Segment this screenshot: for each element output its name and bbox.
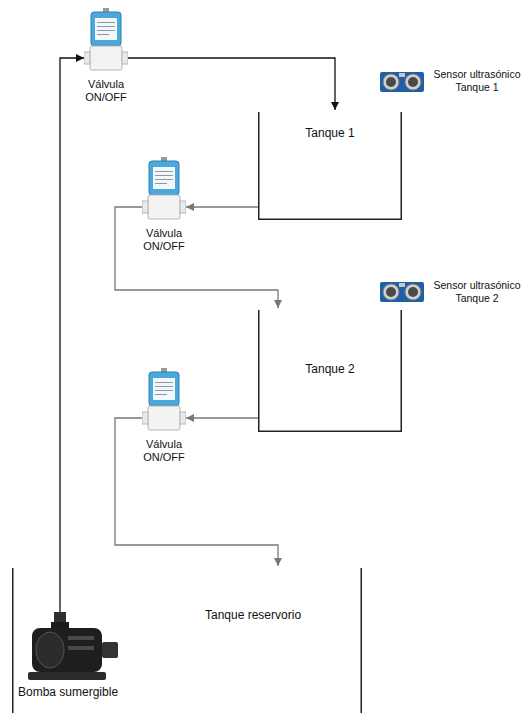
valve-port — [122, 52, 128, 64]
valve-body — [90, 46, 122, 70]
pump-body — [32, 628, 102, 672]
valve-sticker — [153, 378, 175, 400]
sensor-label: Sensor ultrasónico Tanque 1 — [430, 68, 524, 93]
pipe-connector — [128, 58, 335, 110]
valve-sticker-line — [155, 386, 173, 387]
node-label: Válvula ON/OFF — [142, 438, 186, 463]
valve-port — [142, 201, 148, 213]
valve-body — [148, 406, 180, 430]
sensor-transducer — [383, 74, 399, 90]
sensor-mesh — [386, 77, 396, 87]
pump-rib — [68, 646, 94, 650]
valve-coil — [149, 161, 179, 195]
valve-port — [180, 412, 186, 424]
valve-sticker-line — [155, 390, 173, 391]
ultrasonic-sensor — [380, 72, 424, 92]
pump-rib — [68, 636, 94, 640]
node-label: Tanque 1 — [258, 126, 402, 140]
node-label: Tanque 2 — [258, 362, 402, 376]
valve-sticker-line — [155, 179, 173, 180]
sensor-transducer — [383, 284, 399, 300]
node-label: Tanque reservorio — [205, 608, 362, 622]
valve-coil — [91, 12, 121, 46]
valve-sticker-line — [97, 22, 115, 23]
solenoid-valve — [142, 157, 186, 223]
pipe-connector — [186, 206, 258, 207]
sensor-mesh — [408, 287, 418, 297]
pipe-connector — [60, 58, 84, 612]
pump-inlet — [102, 642, 118, 658]
submersible-pump — [18, 612, 122, 682]
valve-port — [180, 201, 186, 213]
valve-port — [84, 52, 90, 64]
valve-sticker — [95, 18, 117, 40]
pump-node: Bomba sumergible — [18, 612, 122, 699]
valve-sticker-line — [97, 30, 115, 31]
valve-sticker-line — [155, 171, 173, 172]
valve-sticker-line — [155, 382, 173, 383]
pump-nut — [51, 622, 69, 628]
sensor-crystal — [399, 283, 405, 287]
tank-wall — [259, 112, 402, 219]
sensor-mesh — [408, 77, 418, 87]
valve-body — [148, 195, 180, 219]
ultrasonic-sensor — [380, 282, 424, 302]
solenoid-valve — [142, 368, 186, 434]
pipe-connector — [115, 418, 278, 566]
reservoir-tank: Tanque reservorioBomba sumergible — [12, 568, 362, 713]
pump-base — [28, 672, 106, 680]
node-label: Válvula ON/OFF — [142, 227, 186, 252]
sensor-board — [380, 72, 424, 92]
valve-sticker-line — [155, 183, 167, 184]
node-label: Bomba sumergible — [18, 685, 122, 699]
sensor-crystal — [399, 73, 405, 77]
valve-sticker-line — [97, 34, 109, 35]
valve-sticker — [153, 167, 175, 189]
tank-wall — [259, 310, 402, 431]
tank-node: Tanque 2 — [258, 310, 402, 432]
valve-sticker-line — [97, 26, 115, 27]
sensor-label: Sensor ultrasónico Tanque 2 — [430, 279, 524, 304]
valve-sticker-line — [155, 175, 173, 176]
valve-node: Válvula ON/OFF — [142, 368, 186, 463]
valve-sticker-line — [155, 394, 167, 395]
sensor-transducer — [405, 74, 421, 90]
solenoid-valve — [84, 8, 128, 74]
valve-coil — [149, 372, 179, 406]
pipe-connector — [115, 207, 278, 308]
sensor-board — [380, 282, 424, 302]
sensor-transducer — [405, 284, 421, 300]
node-label: Válvula ON/OFF — [84, 78, 128, 103]
valve-node: Válvula ON/OFF — [142, 157, 186, 252]
tank-wall — [13, 568, 362, 713]
valve-port — [142, 412, 148, 424]
valve-node: Válvula ON/OFF — [84, 8, 128, 103]
pipe-connector — [186, 417, 258, 418]
tank-node: Tanque 1 — [258, 112, 402, 220]
pump-motor — [36, 632, 64, 668]
sensor-mesh — [386, 287, 396, 297]
